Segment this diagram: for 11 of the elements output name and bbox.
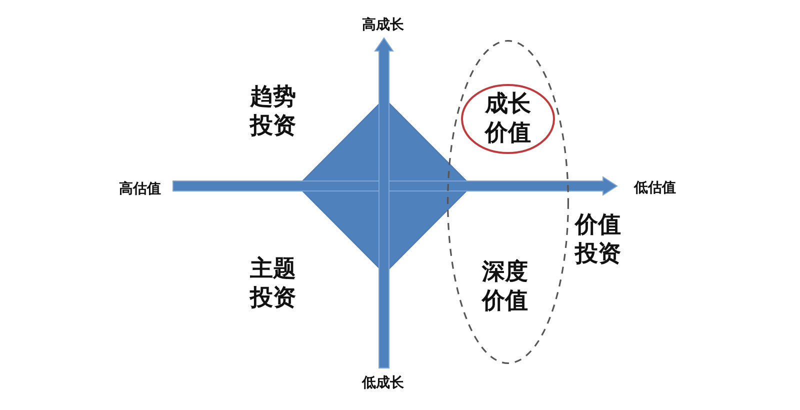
- axis-label: 低估值: [634, 179, 676, 197]
- ellipse-label: 深度价值: [480, 258, 529, 316]
- circle-label: 成长价值: [484, 90, 532, 148]
- quadrant-label: 主题投资: [248, 255, 297, 313]
- circle-outline: [461, 84, 555, 154]
- quadrant-label: 趋势投资: [248, 83, 297, 141]
- axis-label: 高成长: [362, 16, 404, 34]
- dashed-ellipse: [447, 40, 569, 364]
- axis-label: 高估值: [119, 180, 161, 198]
- group-label: 价值投资: [574, 211, 622, 269]
- axis-label: 低成长: [362, 374, 404, 392]
